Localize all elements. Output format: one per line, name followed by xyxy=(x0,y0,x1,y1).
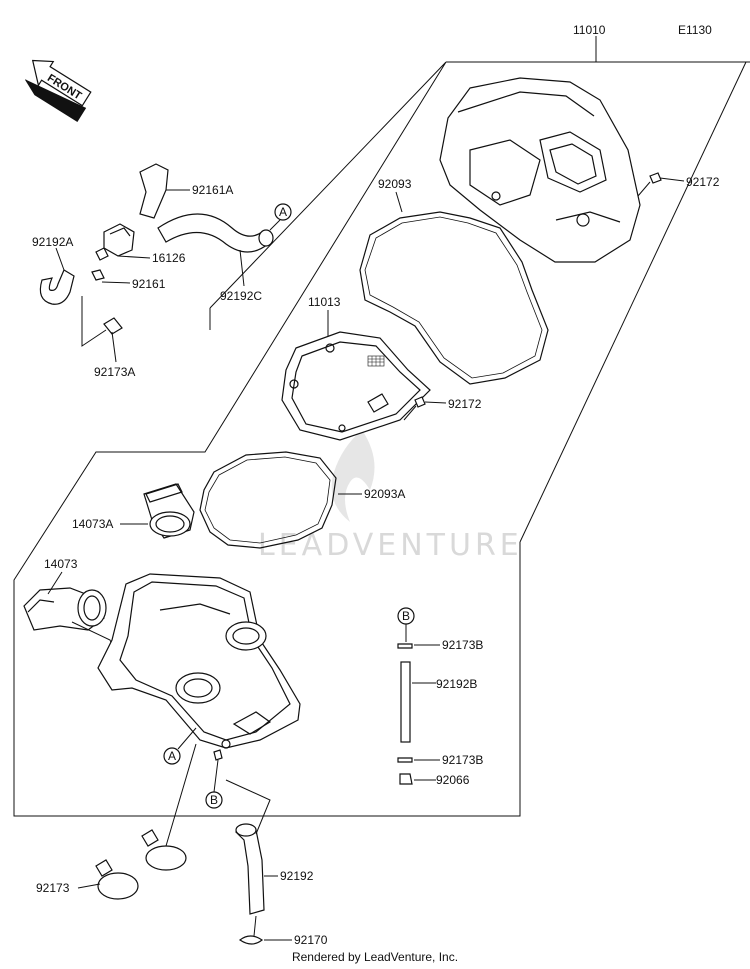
gasket-92093 xyxy=(359,211,549,385)
part-label-92161: 92161 xyxy=(132,277,166,291)
part-label-11010: 11010 xyxy=(573,23,606,37)
air-cleaner-cover xyxy=(439,77,641,263)
clamp-92173 xyxy=(95,829,187,900)
part-label-92192b: 92192B xyxy=(436,677,477,691)
tube-92192b xyxy=(397,643,413,785)
part-label-92161a: 92161A xyxy=(192,183,233,197)
part-label-92173a: 92173A xyxy=(94,365,135,379)
front-arrow-icon: FRONT xyxy=(25,59,92,123)
watermark-text: LEADVENTURE xyxy=(258,528,523,563)
callout-a-bottom-label: A xyxy=(168,749,176,763)
intake-duct-14073a xyxy=(143,483,195,539)
clip-92170 xyxy=(238,915,264,945)
gasket-92093a xyxy=(199,451,337,549)
part-label-92093a: 92093A xyxy=(364,487,405,501)
callout-b-right-label: B xyxy=(402,609,410,623)
part-label-92192a: 92192A xyxy=(32,235,73,249)
hose-92192 xyxy=(235,823,265,915)
part-label-92066: 92066 xyxy=(436,773,470,787)
watermark: LEADVENTURE xyxy=(258,430,523,563)
part-label-92173b-top: 92173B xyxy=(442,638,483,652)
part-label-92173b-bot: 92173B xyxy=(442,753,483,767)
callout-a-top-label: A xyxy=(279,205,287,219)
filter-mesh xyxy=(367,355,385,367)
part-label-92192c: 92192C xyxy=(220,289,262,303)
leader-92093 xyxy=(395,191,403,213)
leader-14073 xyxy=(47,571,63,595)
callout-a-top xyxy=(274,203,292,221)
callout-b-bottom-label: B xyxy=(210,793,218,807)
diagram-id: E1130 xyxy=(678,23,712,37)
air-filter-element xyxy=(281,331,431,441)
air-cleaner-housing xyxy=(97,573,301,749)
part-label-16126: 16126 xyxy=(152,251,186,265)
part-label-92172-mid: 92172 xyxy=(448,397,482,411)
breather-assembly xyxy=(39,163,274,335)
part-label-92172-top: 92172 xyxy=(686,175,720,189)
footer-credit: Rendered by LeadVenture, Inc. xyxy=(291,950,459,964)
part-label-92170: 92170 xyxy=(294,933,328,947)
part-label-92093: 92093 xyxy=(378,177,412,191)
callout-a-bottom xyxy=(163,747,181,765)
bolt-92172-mid xyxy=(403,396,447,421)
bolt-92172-top xyxy=(637,172,685,197)
part-label-14073: 14073 xyxy=(44,557,78,571)
part-label-11013: 11013 xyxy=(308,295,341,309)
assembly-outline xyxy=(13,61,750,817)
intake-duct-14073 xyxy=(23,587,107,631)
part-label-14073a: 14073A xyxy=(72,517,113,531)
part-label-92173: 92173 xyxy=(36,881,70,895)
part-label-92192: 92192 xyxy=(280,869,314,883)
